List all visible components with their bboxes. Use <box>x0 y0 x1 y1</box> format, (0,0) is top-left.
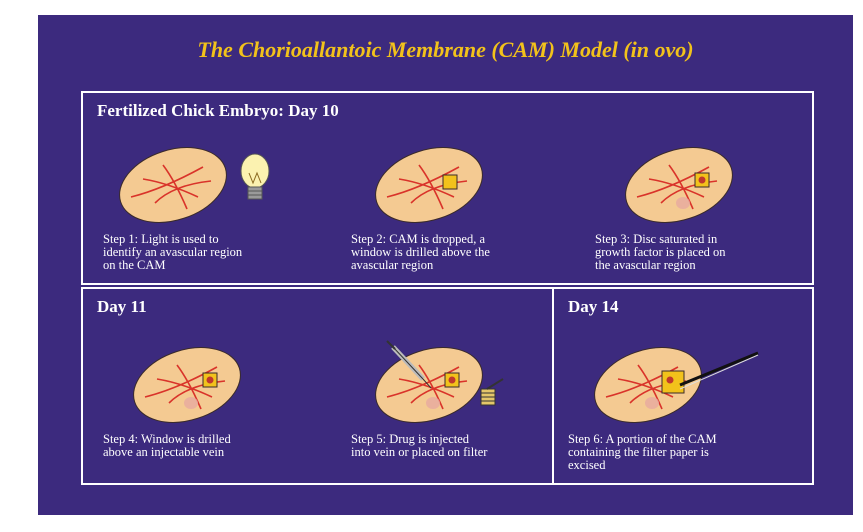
step-3-caption-line-3: the avascular region <box>595 259 726 272</box>
step-2-caption: Step 2: CAM is dropped, a window is dril… <box>351 233 490 272</box>
egg-diagram-step-6 <box>568 335 808 415</box>
egg-diagram-step-3 <box>595 137 795 217</box>
step-1-caption-line-3: on the CAM <box>103 259 242 272</box>
panel-day-10: Fertilized Chick Embryo: Day 10 Step 1: … <box>81 91 814 285</box>
panel-day-11: Day 11 Step 4: Window is drilled above a… <box>81 287 554 485</box>
panel-heading-day-11: Day 11 <box>97 297 147 317</box>
egg-diagram-step-4 <box>103 335 303 415</box>
excised-cam-portion <box>662 371 684 393</box>
egg-diagram-step-5 <box>351 335 551 415</box>
panel-heading-day-10: Fertilized Chick Embryo: Day 10 <box>97 101 339 121</box>
step-1-caption: Step 1: Light is used to identify an ava… <box>103 233 242 272</box>
growth-factor-disc <box>699 177 706 184</box>
egg-diagram-step-2 <box>351 137 551 217</box>
step-4-caption-line-2: above an injectable vein <box>103 446 231 459</box>
light-bulb-icon <box>241 154 269 199</box>
step-3: Step 3: Disc saturated in growth factor … <box>595 137 805 277</box>
drilled-window <box>443 175 457 189</box>
diagram-title: The Chorioallantoic Membrane (CAM) Model… <box>38 37 853 63</box>
step-4-caption: Step 4: Window is drilled above an injec… <box>103 433 231 459</box>
egg-diagram-step-1 <box>103 137 303 217</box>
step-6-caption-line-3: excised <box>568 459 717 472</box>
step-2: Step 2: CAM is dropped, a window is dril… <box>351 137 561 277</box>
step-5: Step 5: Drug is injected into vein or pl… <box>351 335 551 475</box>
step-5-caption: Step 5: Drug is injected into vein or pl… <box>351 433 487 459</box>
step-1: Step 1: Light is used to identify an ava… <box>103 137 313 277</box>
step-6-caption: Step 6: A portion of the CAM containing … <box>568 433 717 472</box>
step-2-caption-line-3: avascular region <box>351 259 490 272</box>
mortar-pestle-icon <box>481 379 503 405</box>
avascular-region <box>676 197 690 209</box>
cam-model-diagram: The Chorioallantoic Membrane (CAM) Model… <box>38 15 853 515</box>
step-5-caption-line-2: into vein or placed on filter <box>351 446 487 459</box>
panel-day-14: Day 14 Step 6: A portion of the CAM cont… <box>552 287 814 485</box>
step-4: Step 4: Window is drilled above an injec… <box>103 335 313 475</box>
step-3-caption: Step 3: Disc saturated in growth factor … <box>595 233 726 272</box>
panel-heading-day-14: Day 14 <box>568 297 619 317</box>
step-6: Step 6: A portion of the CAM containing … <box>568 335 808 475</box>
